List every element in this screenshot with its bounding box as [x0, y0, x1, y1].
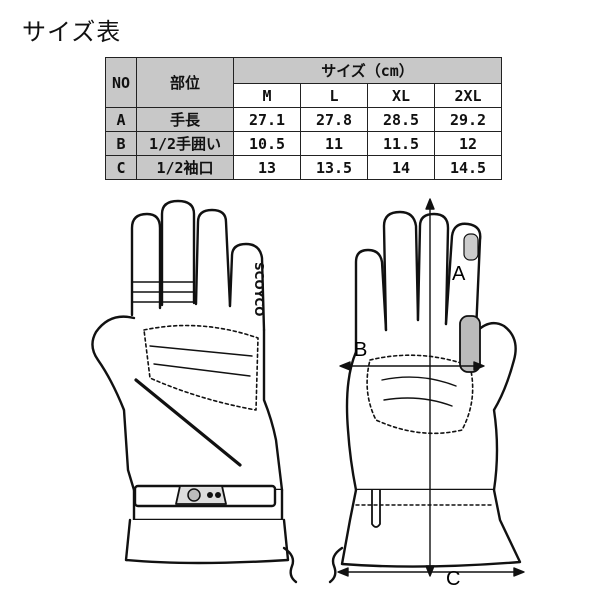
size-m: M [233, 83, 301, 108]
brand-text: SCOYCO [252, 262, 266, 317]
glove-diagram: SCOYCO [91, 198, 525, 590]
cell-value: 13 [233, 155, 301, 180]
cell-value: 11.5 [367, 131, 435, 156]
cell-value: 14.5 [434, 155, 502, 180]
table-row: C 1/2袖口 13 13.5 14 14.5 [105, 155, 502, 180]
header-part: 部位 [136, 57, 234, 108]
glove-back [91, 199, 298, 584]
size-l: L [300, 83, 368, 108]
header-no: NO [105, 57, 137, 108]
header-size: サイズ（cm） [233, 57, 502, 84]
cell-value: 12 [434, 131, 502, 156]
page-title: サイズ表 [22, 18, 122, 46]
label-a: A [452, 263, 466, 285]
cell-value: 27.8 [300, 107, 368, 132]
cell-value: 29.2 [434, 107, 502, 132]
row-no: C [105, 155, 137, 180]
row-no: A [105, 107, 137, 132]
cell-value: 27.1 [233, 107, 301, 132]
row-part: 手長 [136, 107, 234, 132]
size-xl: XL [367, 83, 435, 108]
size-table: NO 部位 サイズ（cm） M L XL 2XL A 手長 27.1 27.8 … [105, 57, 502, 180]
table-row: B 1/2手囲い 10.5 11 11.5 12 [105, 131, 502, 156]
cell-value: 14 [367, 155, 435, 180]
row-no: B [105, 131, 137, 156]
glove-palm [328, 210, 522, 584]
cell-value: 13.5 [300, 155, 368, 180]
label-b: B [354, 339, 367, 361]
label-c: C [446, 568, 460, 590]
row-part: 1/2袖口 [136, 155, 234, 180]
row-part: 1/2手囲い [136, 131, 234, 156]
size-2xl: 2XL [434, 83, 502, 108]
cell-value: 11 [300, 131, 368, 156]
cell-value: 10.5 [233, 131, 301, 156]
cell-value: 28.5 [367, 107, 435, 132]
measure-lines [337, 198, 525, 577]
table-row: A 手長 27.1 27.8 28.5 29.2 [105, 107, 502, 132]
